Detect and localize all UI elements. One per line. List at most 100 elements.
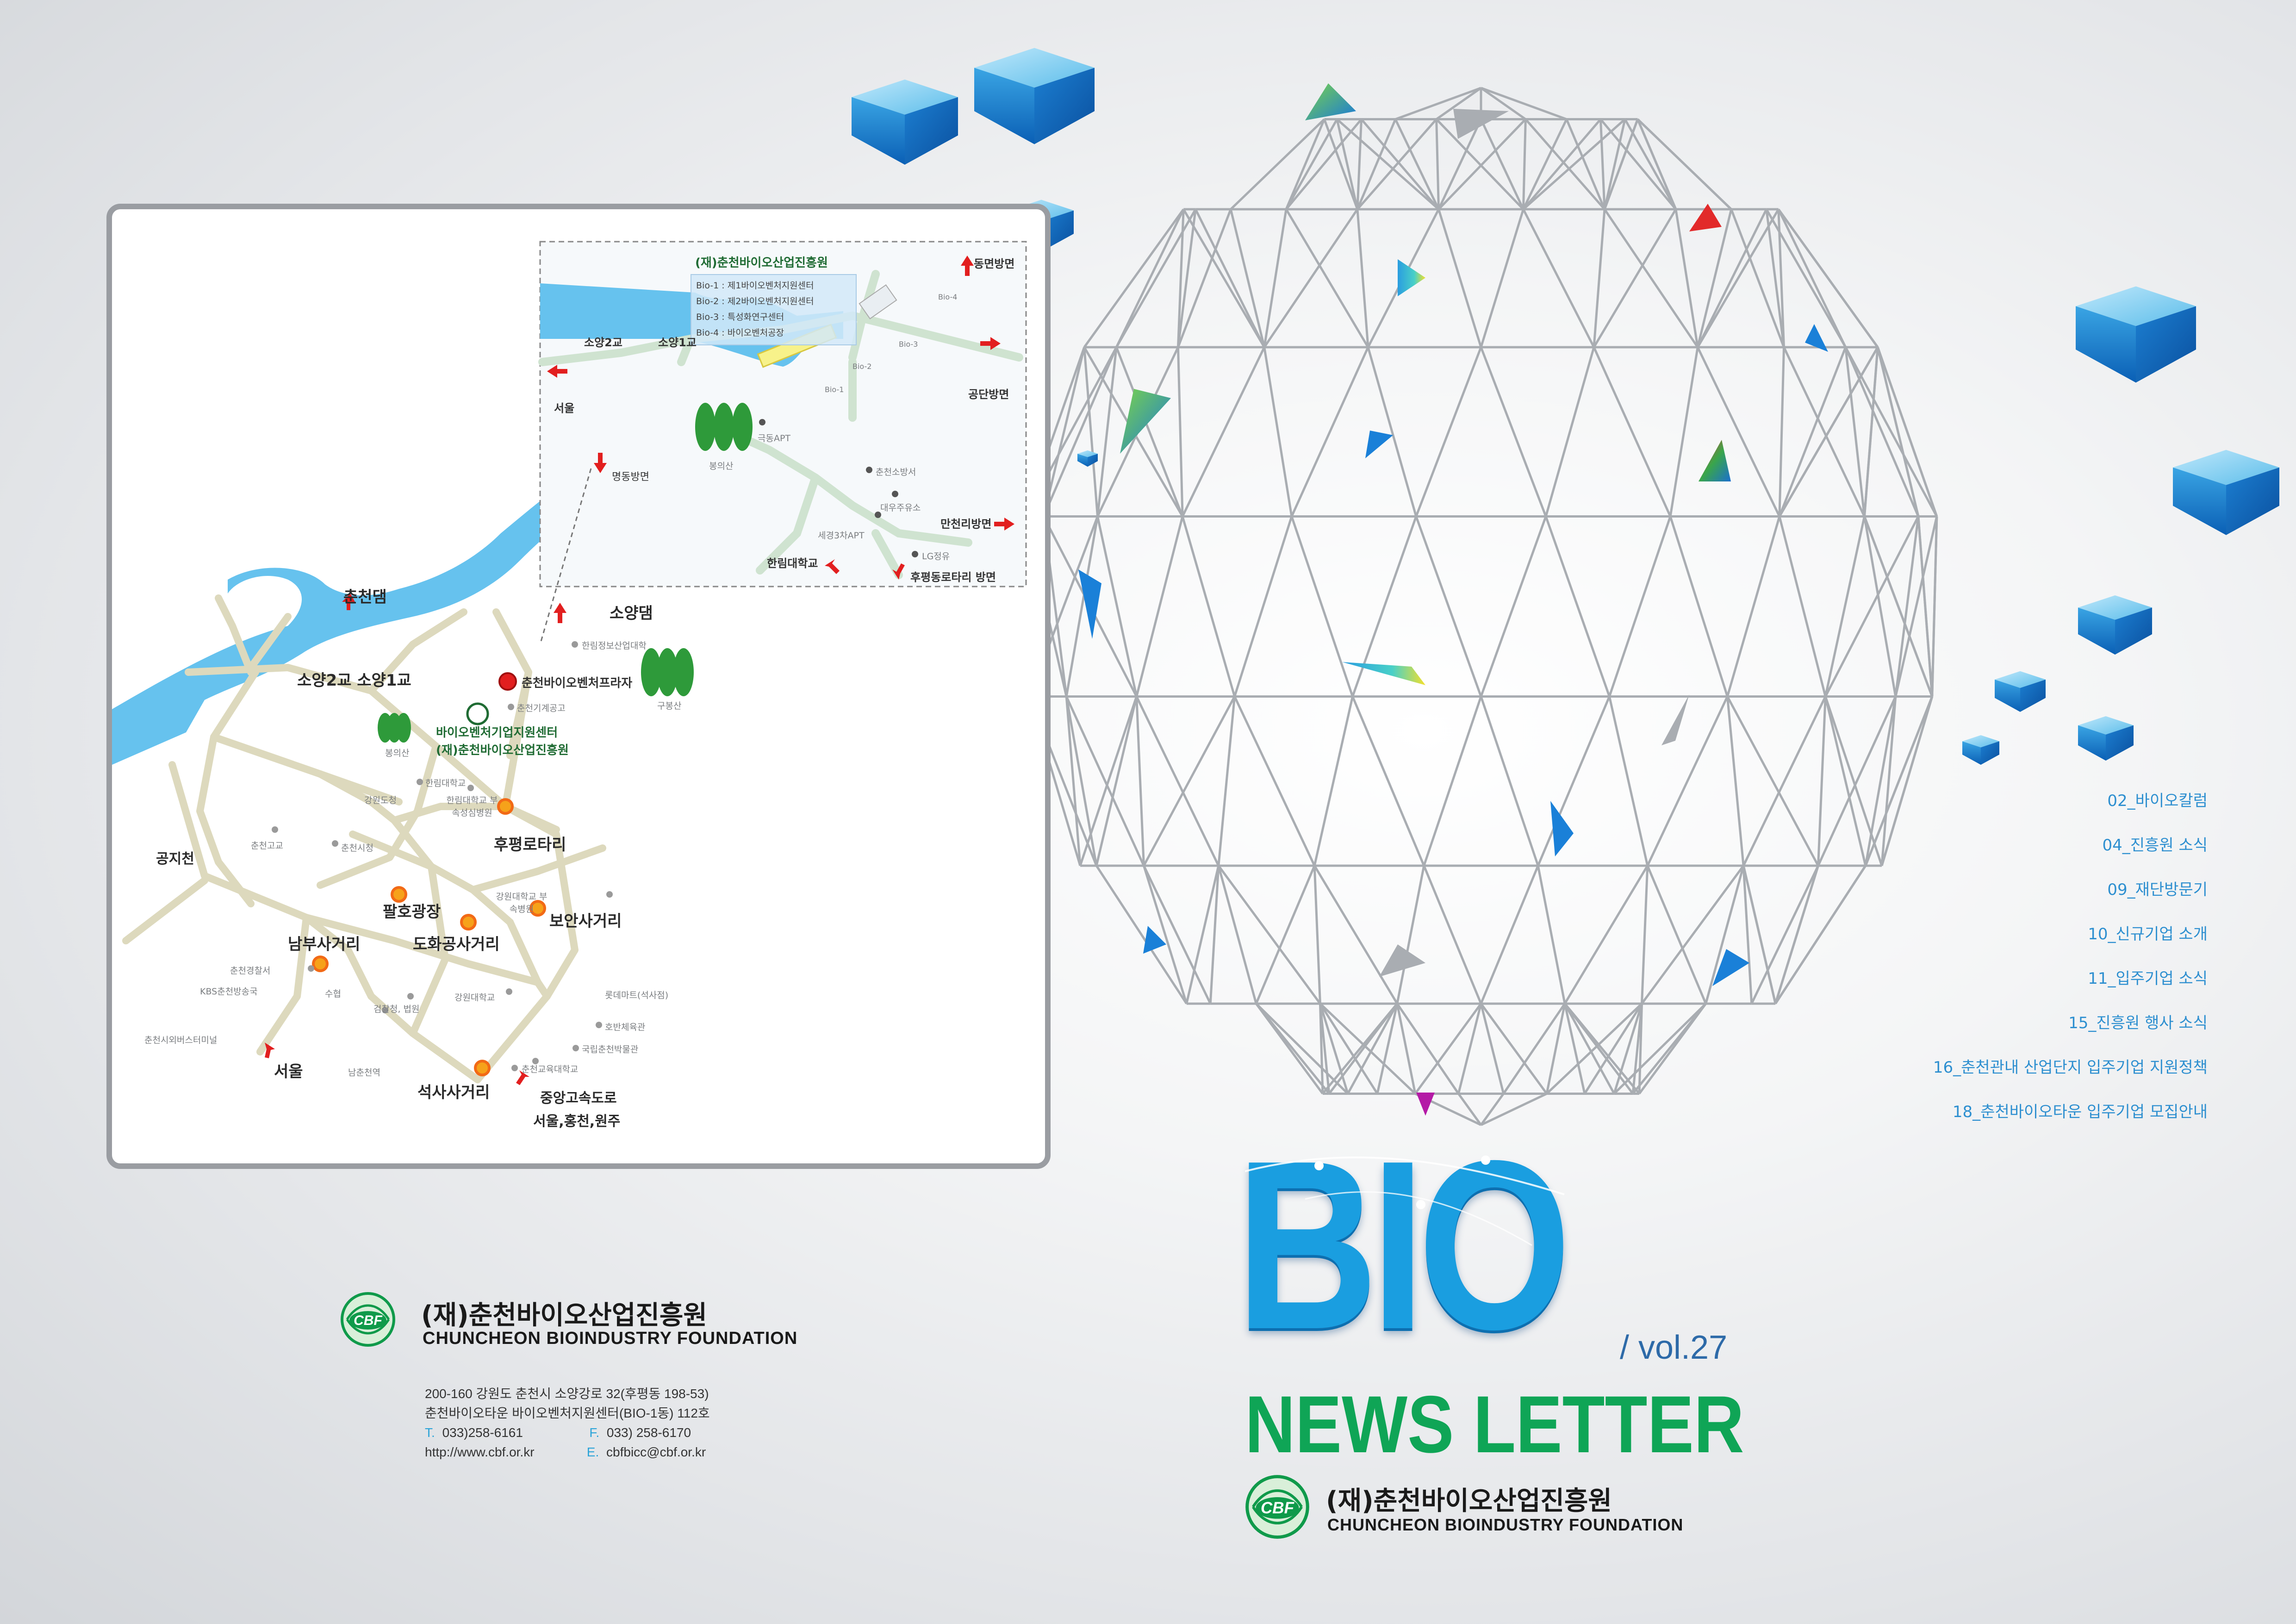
sphere-edge — [1143, 696, 1236, 867]
toc-item[interactable]: 15_진흥원 행사 소식 — [2068, 1014, 2208, 1032]
toc-item[interactable]: 09_재단방문기 — [2107, 881, 2208, 899]
sphere-edge — [1545, 1003, 1566, 1094]
contact-phone-fax: T. 033)258-6161 F. 033) 258-6170 — [425, 1423, 710, 1443]
sphere-edge — [1351, 696, 1425, 866]
cube-right-face — [2020, 679, 2046, 712]
sphere-accent-facet — [1699, 440, 1731, 481]
sphere-edge — [1641, 865, 1649, 1004]
sphere-edge — [1319, 1003, 1416, 1095]
sphere-edge — [1181, 516, 1236, 697]
sphere-edge — [1696, 208, 1767, 348]
sphere-edge — [1817, 696, 1897, 867]
sphere-edge — [1181, 346, 1266, 517]
sphere-edge — [1065, 696, 1145, 867]
inset-geukdong: 극동APT — [758, 433, 791, 443]
sphere-edge — [1356, 119, 1397, 210]
toc-item[interactable]: 18_춘천바이오타운 입주기업 모집안내 — [1952, 1103, 2208, 1121]
sphere-edge — [1328, 1003, 1398, 1094]
sphere-edge — [1613, 1003, 1643, 1094]
label-soyang-dam: 소양댐 — [610, 604, 653, 623]
sphere-edge — [1522, 208, 1595, 348]
inset-bridge1: 소양1교 — [658, 336, 697, 349]
cube-left-face — [2078, 725, 2106, 761]
toc-item[interactable]: 02_바이오칼럼 — [2107, 792, 2208, 810]
cube-left-face — [2173, 467, 2226, 535]
label-dohwa: 도화공사거리 — [413, 935, 500, 954]
cube-right-face — [1981, 741, 1999, 765]
label-hupyeong-rotary: 후평로타리 — [494, 836, 566, 854]
sphere-edge — [1646, 696, 1729, 867]
sphere-edge — [1730, 209, 1785, 348]
sphere-edge — [1537, 696, 1611, 866]
sphere-edge — [1544, 516, 1611, 697]
sphere-edge — [1396, 865, 1425, 1004]
fax-key: F. — [589, 1425, 600, 1440]
sphere-edge — [1177, 209, 1197, 348]
sphere-edge — [1115, 208, 1197, 348]
sphere-edge — [1319, 1003, 1331, 1094]
geodesic-sphere-graphic — [1041, 83, 1938, 1126]
sphere-edge — [1217, 865, 1257, 1004]
label-hallym-info: 한림정보산업대학 — [582, 641, 647, 651]
sphere-edge — [1480, 1093, 1505, 1126]
web-link[interactable]: http://www.cbf.or.kr — [425, 1445, 535, 1459]
sphere-edge — [1599, 118, 1677, 210]
inset-fire: 춘천소방서 — [876, 467, 916, 477]
legend-item: Bio-3 : 특성화연구센터 — [696, 312, 784, 322]
sphere-edge — [1742, 696, 1827, 867]
sphere-edge — [1697, 208, 1780, 348]
label-bridges: 소양2교 소양1교 — [297, 671, 411, 690]
email-link[interactable]: cbfbicc@cbf.or.kr — [606, 1445, 706, 1459]
inset-hupyeong: 후평동로타리 방면 — [910, 571, 996, 584]
sphere-edge — [1263, 347, 1293, 517]
sphere-edge — [1480, 1093, 1548, 1126]
cube-top-face — [2078, 716, 2134, 735]
cube-top-face — [852, 79, 958, 115]
title-sparkle-decoration — [1245, 1156, 1565, 1246]
sphere-edge — [1624, 119, 1677, 210]
sphere-edge — [1435, 118, 1524, 210]
sphere-edge — [1135, 696, 1145, 866]
label-police: 춘천경찰서 — [230, 966, 271, 976]
sphere-edge — [1565, 119, 1606, 210]
sphere-edge — [1041, 516, 1099, 669]
sphere-accent-facet — [1689, 204, 1722, 231]
toc-item[interactable]: 04_진흥원 소식 — [2102, 836, 2208, 855]
label-highway1: 중앙고속도로 — [540, 1090, 617, 1106]
sphere-edge — [1824, 516, 1920, 697]
toc-item[interactable]: 11_입주기업 소식 — [2088, 969, 2208, 988]
sphere-edge — [1396, 1003, 1460, 1094]
toc-item[interactable]: 16_춘천관내 산업단지 입주기업 지원정책 — [1933, 1058, 2208, 1077]
sphere-edge — [1480, 1003, 1548, 1094]
cube-right-face — [1088, 454, 1098, 467]
label-center1: 바이오벤처기업지원센터 — [436, 726, 558, 740]
sphere-edge — [1880, 696, 1897, 866]
inset-lg: LG정유 — [922, 551, 950, 562]
sphere-edge — [1437, 119, 1482, 210]
sphere-edge — [1824, 696, 1883, 866]
sphere-accent-facet — [1365, 431, 1393, 458]
sphere-edge — [1360, 118, 1440, 210]
sphere-edge — [1783, 346, 1866, 517]
sphere-edge — [1319, 1003, 1379, 1094]
sphere-edge — [1135, 516, 1184, 697]
label-palho-plaza: 팔호광장 — [383, 903, 441, 921]
sphere-edge — [1177, 347, 1184, 517]
sphere-edge — [1646, 865, 1707, 1004]
inset-bio1: Bio-1 — [825, 385, 844, 394]
cbf-logo-icon: CBF — [341, 1292, 395, 1347]
sphere-edge — [1726, 696, 1745, 866]
sphere-edge — [1742, 865, 1777, 1004]
volume-number: / vol.27 — [1620, 1329, 1728, 1366]
label-gw-univ: 강원대학교 — [454, 993, 495, 1003]
sphere-edge — [1481, 87, 1567, 120]
sphere-edge — [1750, 865, 1819, 1005]
inset-bio2: Bio-2 — [852, 362, 872, 371]
label-education: 춘천교육대학교 — [522, 1064, 579, 1074]
sphere-edge — [1217, 696, 1236, 866]
sphere-edge — [1115, 347, 1184, 517]
label-bongui: 봉의산 — [385, 748, 410, 758]
toc-item[interactable]: 10_신규기업 소개 — [2088, 925, 2208, 943]
sphere-edge — [1347, 1003, 1399, 1094]
sphere-accent-facet — [1416, 1093, 1435, 1116]
